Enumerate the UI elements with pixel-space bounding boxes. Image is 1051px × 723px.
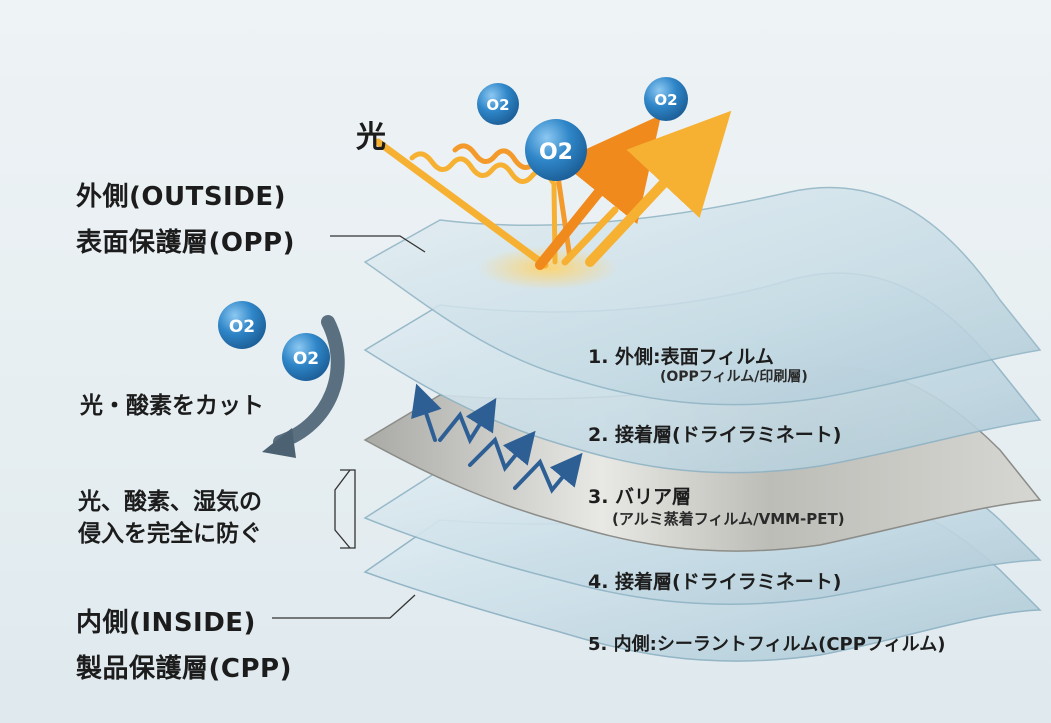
inside-title: 内側(INSIDE) — [76, 608, 256, 638]
o2-bubble: O2 — [525, 119, 587, 181]
svg-text:O2: O2 — [229, 317, 255, 337]
layer-3-label: 3. バリア層 — [588, 486, 692, 508]
layer-5-label: 5. 内側:シーラントフィルム(CPPフィルム) — [588, 634, 946, 655]
svg-text:O2: O2 — [293, 349, 319, 369]
protect-label-line-1: 光、酸素、湿気の — [78, 489, 262, 515]
outside-title: 外側(OUTSIDE) — [76, 182, 286, 212]
inside-subtitle: 製品保護層(CPP) — [76, 654, 292, 684]
o2-bubble: O2 — [218, 301, 266, 349]
o2-bubble: O2 — [644, 77, 688, 121]
outside-subtitle: 表面保護層(OPP) — [76, 228, 295, 258]
layer-3-sublabel: (アルミ蒸着フィルム/VMM-PET) — [612, 510, 845, 528]
layer-4-label: 4. 接着層(ドライラミネート) — [588, 571, 842, 593]
reflected-light-arrows — [535, 110, 732, 270]
leader-lines — [272, 235, 426, 619]
svg-text:O2: O2 — [539, 140, 573, 165]
barrier-reflection-arrows — [411, 383, 583, 494]
cut-label: 光・酸素をカット — [80, 393, 264, 419]
o2-bubble: O2 — [282, 333, 330, 381]
o2-bubble: O2 — [477, 83, 519, 125]
layer-1-sublabel: (OPPフィルム/印刷層) — [660, 369, 808, 385]
layer-2-label: 2. 接着層(ドライラミネート) — [588, 424, 842, 446]
cut-arrow-icon — [262, 315, 345, 458]
layer-1-label: 1. 外側:表面フィルム — [588, 346, 774, 368]
svg-text:O2: O2 — [654, 91, 677, 109]
light-label: 光 — [356, 120, 386, 155]
light-impact-glow — [478, 246, 618, 290]
protect-label-line-2: 侵入を完全に防ぐ — [78, 521, 262, 547]
svg-text:O2: O2 — [486, 96, 509, 114]
